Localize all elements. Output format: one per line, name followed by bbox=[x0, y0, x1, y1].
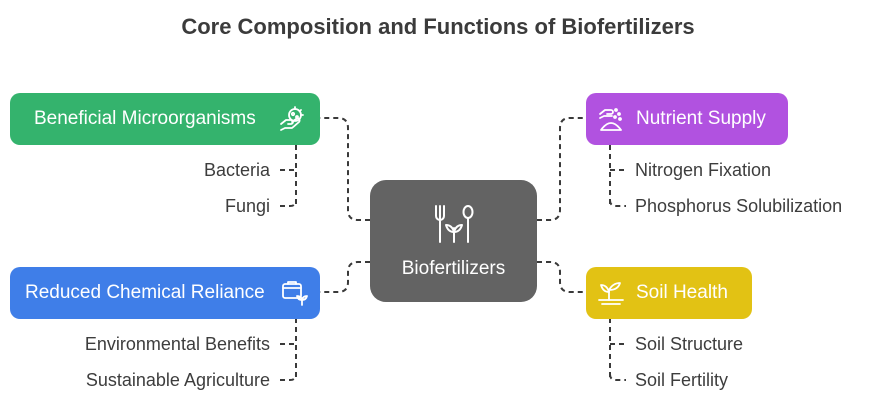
child-soil-structure: Soil Structure bbox=[635, 334, 744, 354]
node-label: Reduced Chemical Reliance bbox=[25, 282, 265, 303]
microbe-hand-icon bbox=[278, 104, 308, 134]
node-soil-health: Soil Health bbox=[586, 267, 752, 319]
child-sustainable-agriculture: Sustainable Agriculture bbox=[85, 370, 270, 390]
child-soil-fertility: Soil Fertility bbox=[635, 370, 729, 390]
diagram-title: Core Composition and Functions of Biofer… bbox=[181, 14, 695, 39]
node-beneficial-microorganisms: Beneficial Microorganisms bbox=[10, 93, 320, 145]
node-label: Nutrient Supply bbox=[636, 108, 766, 129]
center-label: Biofertilizers bbox=[401, 258, 506, 279]
child-environmental-benefits: Environmental Benefits bbox=[84, 334, 270, 354]
center-node-biofertilizers: Biofertilizers bbox=[370, 180, 537, 302]
node-reduced-chemical-reliance: Reduced Chemical Reliance bbox=[10, 267, 320, 319]
sprout-fork-spoon-icon bbox=[432, 202, 476, 246]
plant-soil-icon bbox=[596, 278, 626, 308]
sprinkle-hand-icon bbox=[596, 104, 626, 134]
child-phosphorus-solubilization: Phosphorus Solubilization bbox=[635, 196, 843, 216]
child-nitrogen-fixation: Nitrogen Fixation bbox=[635, 160, 772, 180]
node-nutrient-supply: Nutrient Supply bbox=[586, 93, 788, 145]
node-label: Beneficial Microorganisms bbox=[34, 108, 256, 129]
child-fungi: Fungi bbox=[224, 196, 270, 216]
seedling-container-icon bbox=[280, 278, 310, 308]
node-label: Soil Health bbox=[636, 282, 728, 303]
child-bacteria: Bacteria bbox=[203, 160, 270, 180]
